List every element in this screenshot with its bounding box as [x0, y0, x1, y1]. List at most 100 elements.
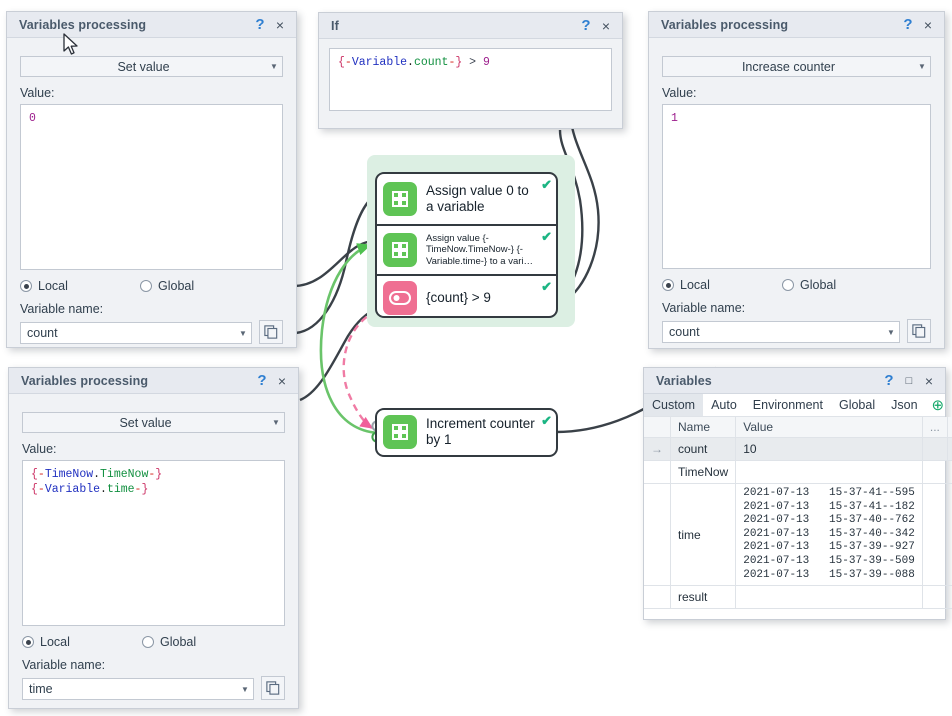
row-value[interactable]: 2021-07-13 15-37-41--595 2021-07-13 15-3…	[735, 483, 923, 587]
dialog-variables[interactable]: Variables ? □ × Custom Auto Environment …	[643, 367, 952, 620]
chevron-down-icon[interactable]: ▼	[239, 328, 247, 338]
code-module: Variable	[351, 56, 408, 69]
code-operator: >	[469, 56, 477, 69]
flow-node-label: Increment counter by 1	[426, 416, 535, 447]
table-row[interactable]: TimeNow	[644, 460, 952, 484]
dialog-increase-counter[interactable]: Variables processing ? × Increase counte…	[648, 11, 945, 349]
radio-global[interactable]: Global	[782, 278, 836, 292]
help-icon[interactable]: ?	[884, 372, 894, 389]
variable-name-value: count	[669, 325, 700, 339]
radio-global[interactable]: Global	[140, 279, 194, 293]
action-dropdown-value: Increase counter	[741, 59, 836, 74]
row-name[interactable]: time	[670, 483, 737, 587]
row-name[interactable]: TimeNow	[670, 460, 737, 484]
condition-editor[interactable]: {-Variable.count-} > 9	[329, 48, 612, 111]
close-icon[interactable]: ×	[277, 372, 287, 389]
tab-environment[interactable]: Environment	[752, 398, 823, 412]
radio-global[interactable]: Global	[142, 635, 196, 649]
variables-table[interactable]: Name Value ... ... → count 10	[644, 417, 952, 610]
copy-icon	[264, 325, 278, 339]
close-icon[interactable]: ×	[275, 16, 285, 33]
value-editor[interactable]: 1	[662, 104, 931, 269]
help-icon[interactable]: ?	[581, 17, 591, 34]
value-editor[interactable]: {-TimeNow.TimeNow-} {-Variable.time-}	[22, 460, 285, 626]
table-row[interactable]: time 2021-07-13 15-37-41--595 2021-07-13…	[644, 483, 952, 587]
radio-global-label: Global	[800, 278, 837, 292]
close-icon[interactable]: ×	[601, 17, 611, 34]
col-value[interactable]: Value	[735, 417, 923, 438]
variable-name-input[interactable]: count ▼	[662, 321, 900, 343]
dialog-title-bar: If ? ×	[319, 13, 622, 39]
variables-tab-bar[interactable]: Custom Auto Environment Global Json ⊕ ▾	[644, 394, 945, 417]
row-value[interactable]: 10	[735, 437, 923, 461]
chevron-down-icon[interactable]: ▼	[887, 327, 895, 337]
value-editor[interactable]: 0	[20, 104, 283, 270]
radio-local[interactable]: Local	[22, 635, 142, 649]
dialog-set-value-time[interactable]: Variables processing ? × Set value ▼ Val…	[8, 367, 299, 709]
row-extra-2	[947, 483, 952, 587]
dialog-title-bar: Variables processing ? ×	[649, 12, 944, 38]
variable-name-input[interactable]: time ▼	[22, 678, 254, 700]
col-extra-2[interactable]: ...	[947, 417, 952, 438]
add-variable-icon[interactable]: ⊕	[931, 397, 945, 414]
copy-button[interactable]	[259, 320, 283, 344]
row-extra-1	[922, 585, 948, 610]
tab-global[interactable]: Global	[838, 398, 876, 412]
dialog-title-bar: Variables processing ? ×	[7, 12, 296, 38]
table-row[interactable]: → count 10	[644, 437, 952, 461]
tab-auto[interactable]: Auto	[711, 398, 737, 412]
flow-node-increment-row[interactable]: Increment counter by 1 ✔	[377, 410, 556, 454]
row-value[interactable]	[735, 585, 923, 610]
chevron-down-icon[interactable]: ▼	[241, 684, 249, 694]
action-dropdown-value: Set value	[117, 59, 170, 74]
grid-icon	[383, 233, 417, 267]
code-open-dash: -	[344, 56, 352, 69]
table-row[interactable]: result	[644, 585, 952, 610]
row-marker	[644, 483, 671, 587]
help-icon[interactable]: ?	[257, 372, 267, 389]
table-header-row: Name Value ... ...	[644, 417, 952, 438]
row-extra-2	[947, 460, 952, 484]
radio-global-label: Global	[160, 635, 197, 649]
tab-json[interactable]: Json	[891, 398, 918, 412]
flow-node-condition[interactable]: {count} > 9 ✔	[377, 276, 556, 316]
close-icon[interactable]: ×	[923, 16, 933, 33]
row-name[interactable]: count	[670, 437, 737, 461]
help-icon[interactable]: ?	[255, 16, 265, 33]
dialog-set-value-count[interactable]: Variables processing ? × Set value ▼ Val…	[6, 11, 297, 348]
maximize-icon[interactable]: □	[905, 374, 913, 387]
tab-custom[interactable]: Custom	[644, 394, 704, 416]
code-close-brace: }	[141, 483, 149, 496]
scope-radio-group[interactable]: Local Global	[662, 278, 931, 292]
col-name[interactable]: Name	[670, 417, 737, 438]
row-name[interactable]: result	[670, 585, 737, 610]
dialog-if[interactable]: If ? × {-Variable.count-} > 9	[318, 12, 623, 129]
flow-node-stack[interactable]: Assign value 0 to a variable ✔ Assign va…	[375, 172, 558, 318]
row-value[interactable]	[735, 460, 923, 484]
link-pink-branch	[342, 309, 378, 429]
action-dropdown[interactable]: Increase counter ▼	[662, 56, 931, 77]
radio-local[interactable]: Local	[662, 278, 782, 292]
flow-node-label: Assign value {-TimeNow.TimeNow-} {-Varia…	[426, 232, 534, 267]
help-icon[interactable]: ?	[903, 16, 913, 33]
leader-line-time	[299, 306, 379, 402]
scope-radio-group[interactable]: Local Global	[22, 635, 285, 649]
action-dropdown[interactable]: Set value ▼	[20, 56, 283, 77]
flow-node-assign-time[interactable]: Assign value {-TimeNow.TimeNow-} {-Varia…	[377, 226, 556, 276]
dialog-title-bar: Variables ? □ ×	[644, 368, 945, 394]
radio-dot	[22, 636, 34, 648]
scope-radio-group[interactable]: Local Global	[20, 279, 283, 293]
radio-dot	[662, 279, 674, 291]
action-dropdown[interactable]: Set value ▼	[22, 412, 285, 433]
radio-local-label: Local	[38, 279, 68, 293]
copy-icon	[266, 681, 280, 695]
variable-name-input[interactable]: count ▼	[20, 322, 252, 344]
col-extra-1[interactable]: ...	[922, 417, 948, 438]
flow-node-increment[interactable]: Increment counter by 1 ✔	[375, 408, 558, 457]
close-icon[interactable]: ×	[924, 372, 934, 389]
value-label: Value:	[20, 86, 55, 100]
flow-node-assign-zero[interactable]: Assign value 0 to a variable ✔	[377, 174, 556, 226]
radio-local[interactable]: Local	[20, 279, 140, 293]
copy-button[interactable]	[907, 319, 931, 343]
copy-button[interactable]	[261, 676, 285, 700]
